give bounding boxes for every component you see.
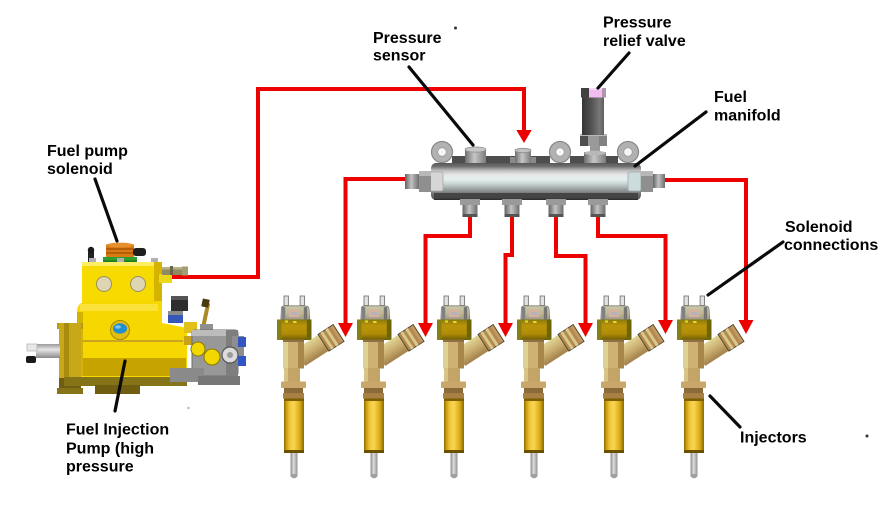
svg-text:sensor: sensor xyxy=(373,48,425,65)
svg-text:Pressure: Pressure xyxy=(603,15,672,32)
svg-text:Fuel: Fuel xyxy=(714,89,747,106)
svg-text:pressure: pressure xyxy=(66,459,134,476)
svg-text:Fuel pump: Fuel pump xyxy=(47,143,128,160)
svg-text:Pressure: Pressure xyxy=(373,30,442,47)
svg-text:Solenoid: Solenoid xyxy=(785,219,853,236)
svg-text:Fuel Injection: Fuel Injection xyxy=(66,422,169,439)
svg-text:manifold: manifold xyxy=(714,108,781,125)
svg-text:Injectors: Injectors xyxy=(740,430,807,447)
svg-text:relief valve: relief valve xyxy=(603,33,686,50)
svg-text:Pump (high: Pump (high xyxy=(66,441,154,458)
svg-text:connections: connections xyxy=(784,237,878,254)
svg-text:solenoid: solenoid xyxy=(47,161,113,178)
